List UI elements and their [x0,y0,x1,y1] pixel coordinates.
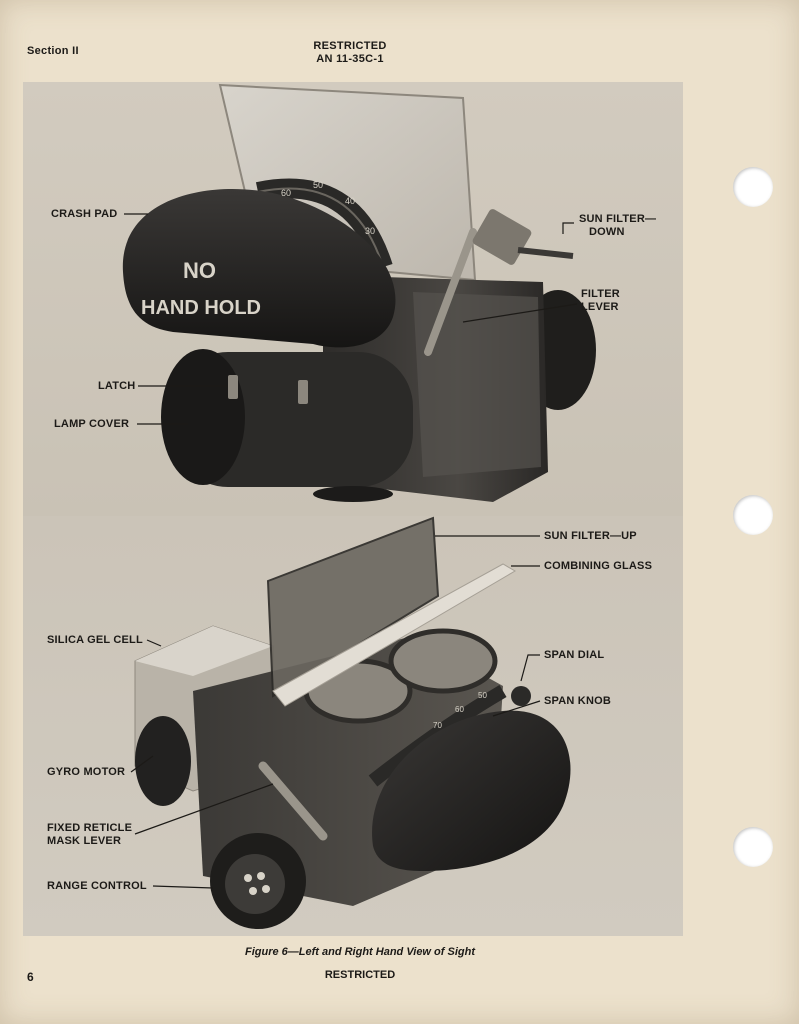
label-sun-filter-down: SUN FILTER— DOWN [579,213,657,238]
combining-glass-pane [272,563,516,707]
page-number: 6 [27,970,34,984]
crash-pad-shape [122,189,396,348]
dial-mark-30: 30 [365,226,375,236]
filter-lever [424,228,477,356]
label-gyro-motor: GYRO MOTOR [47,766,126,778]
sun-filter-up-glass [266,516,440,698]
dial-mark-50: 50 [313,180,323,190]
dial-mark-40: 40 [345,196,355,206]
binder-hole-middle [733,495,773,535]
label-range-control: RANGE CONTROL [47,880,147,892]
lens-window-right [388,628,498,694]
label-crash-pad: CRASH PAD [51,208,118,220]
label-latch: LATCH [98,380,136,392]
figure-caption: Figure 6—Left and Right Hand View of Sig… [245,946,475,958]
dial-mark-60: 60 [281,188,291,198]
header-doc-number: AN 11-35C-1 [316,53,384,65]
label-span-dial: SPAN DIAL [544,649,605,661]
gyro-motor [135,716,191,806]
decal-hand-hold: HAND HOLD [141,297,261,319]
label-filter-lever: FILTER LEVER [581,288,620,313]
page-header: RESTRICTED AN 11-35C-1 [300,40,400,66]
header-classification: RESTRICTED [313,40,387,52]
label-lamp-cover: LAMP COVER [54,418,130,430]
figure-left-hand-view: NO HAND HOLD 60 50 40 30 CRASH PAD SUN FILT… [23,82,683,516]
footer-classification: RESTRICTED [324,969,396,981]
lamp-cover [161,349,245,485]
span-knob [511,686,531,706]
figure-right-hand-view: 50 60 70 SUN FILTER—UP COMBINING GLASS SIL… [23,516,683,936]
label-span-knob: SPAN KNOB [544,695,611,707]
section-label: Section II [27,45,79,57]
label-silica-gel-cell: SILICA GEL CELL [47,634,143,646]
label-sun-filter-up: SUN FILTER—UP [544,530,637,542]
span-dial-mark-70: 70 [433,721,442,730]
crash-pad-right [372,710,571,871]
binder-hole-top [733,167,773,207]
binder-hole-bottom [733,827,773,867]
decal-no: NO [183,258,216,283]
label-combining-glass: COMBINING GLASS [544,560,653,572]
span-dial-mark-60: 60 [455,705,464,714]
span-dial-mark-50: 50 [478,691,487,700]
label-fixed-reticle-mask-lever: FIXED RETICLE MASK LEVER [47,822,133,847]
sight-right-illustration: 50 60 70 [134,516,571,929]
sight-left-illustration: NO HAND HOLD 60 50 40 30 [122,83,596,502]
fixed-reticle-lever [258,761,328,841]
